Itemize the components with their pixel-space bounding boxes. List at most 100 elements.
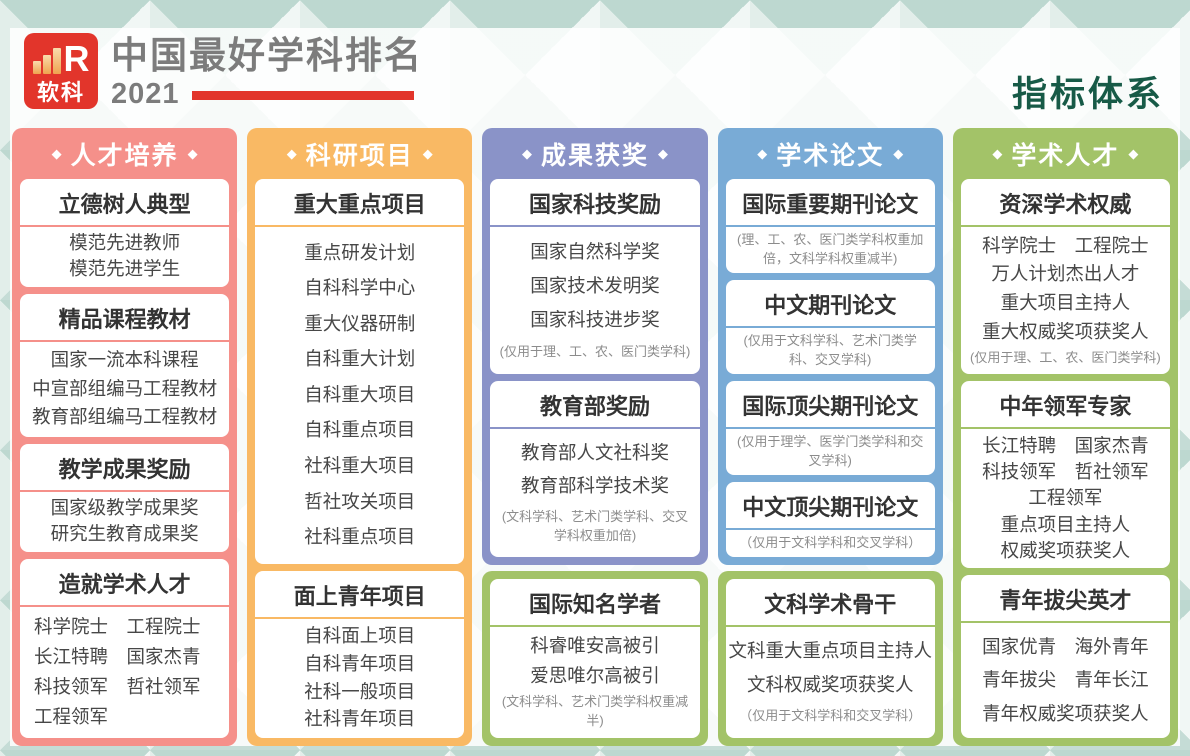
block-note: (仅用于文科学科、艺术门类学科、交叉学科) xyxy=(743,333,917,367)
indicator-block: 国际重要期刊论文 (理、工、农、医门类学科权重加倍，文科学科权重减半) xyxy=(725,179,935,273)
indicator-item: 国家一流本科课程 xyxy=(50,349,199,371)
block-heading: 面上青年项目 xyxy=(255,571,465,619)
column-title-research-projects: ◆ 科研项目 ◆ xyxy=(255,136,464,172)
column-title-academic-talent: ◆ 学术人才 ◆ xyxy=(961,136,1170,172)
indicator-item: 科学院士 工程院士 xyxy=(982,234,1149,256)
indicator-item: 青年权威奖项获奖人 xyxy=(982,702,1149,724)
block-body: (仅用于理学、医学门类学科和交叉学科) xyxy=(726,429,935,475)
indicator-block: 教育部奖励 教育部人文社科奖 教育部科学技术奖 (文科学科、艺术门类学科、交叉学… xyxy=(490,381,700,557)
block-heading: 青年拔尖英才 xyxy=(960,575,1170,624)
block-heading: 文科学术骨干 xyxy=(725,579,935,627)
block-body: 模范先进教师 模范先进学生 xyxy=(20,227,229,287)
column-title-text: 成果获奖 xyxy=(540,142,649,170)
block-note: (理、工、农、医门类学科权重加倍，文科学科权重减半) xyxy=(737,232,924,266)
indicator-block: 国际知名学者 科睿唯安高被引 爱思唯尔高被引 (文科学科、艺术门类学科权重减半) xyxy=(490,579,700,738)
indicator-block: 文科学术骨干 文科重大重点项目主持人 文科权威奖项获奖人 （仅用于文科学科和交叉… xyxy=(725,579,935,738)
diamond-icon: ◆ xyxy=(187,146,198,161)
logo-mark: R xyxy=(32,38,90,79)
indicator-block: 中年领军专家 长江特聘 国家杰青 科技领军 哲社领军 工程领军 重点项目主持人 … xyxy=(960,381,1170,569)
block-body: 科学院士 工程院士 万人计划杰出人才 重大项目主持人 重大权威奖项获奖人 (仅用… xyxy=(961,227,1170,374)
block-international-scholars: 国际知名学者 科睿唯安高被引 爱思唯尔高被引 (文科学科、艺术门类学科权重减半) xyxy=(482,571,708,746)
column-title-text: 学术论文 xyxy=(776,142,885,170)
indicator-block: 立德树人典型 模范先进教师 模范先进学生 xyxy=(20,179,230,287)
block-heading: 精品课程教材 xyxy=(20,294,230,342)
block-body: 国家一流本科课程 中宣部组编马工程教材 教育部组编马工程教材 xyxy=(20,342,229,437)
block-heading: 国际知名学者 xyxy=(490,579,700,627)
indicator-item: 自科重大计划 xyxy=(304,348,416,370)
indicator-block: 精品课程教材 国家一流本科课程 中宣部组编马工程教材 教育部组编马工程教材 xyxy=(20,293,230,438)
indicator-item: 自科面上项目 xyxy=(304,625,416,647)
block-body: 国家级教学成果奖 研究生教育成果奖 xyxy=(20,492,229,552)
indicator-item: 社科青年项目 xyxy=(304,708,416,730)
indicator-item: 教育部组编马工程教材 xyxy=(32,406,218,428)
indicator-item: 重大权威奖项获奖人 xyxy=(982,320,1149,342)
indicator-item: 模范先进学生 xyxy=(69,258,181,280)
diamond-icon: ◆ xyxy=(286,146,297,161)
block-body: 国家优青 海外青年 青年拔尖 青年长江 青年权威奖项获奖人 xyxy=(961,623,1170,738)
block-body: (仅用于文科学科、艺术门类学科、交叉学科) xyxy=(726,328,935,374)
block-heading: 教育部奖励 xyxy=(490,381,700,430)
header: R 软科 中国最好学科排名 2021 指标体系 xyxy=(10,28,1180,128)
indicator-item: 自科青年项目 xyxy=(304,653,416,675)
indicator-item: 国家优青 海外青年 xyxy=(982,635,1149,657)
block-body: 科学院士 工程院士 长江特聘 国家杰青 科技领军 哲社领军 工程领军 xyxy=(20,607,229,738)
diamond-icon: ◆ xyxy=(893,146,904,161)
block-heading: 教学成果奖励 xyxy=(20,444,230,493)
block-body: (理、工、农、医门类学科权重加倍，文科学科权重减半) xyxy=(726,227,935,273)
indicator-item: 国家自然科学奖 xyxy=(530,240,660,262)
brand-logo: R 软科 xyxy=(24,33,98,109)
block-note: (文科学科、艺术门类学科、交叉学科权重加倍) xyxy=(501,508,689,543)
indicator-block: 重大重点项目 重点研发计划 自科科学中心 重大仪器研制 自科重大计划 自科重大项… xyxy=(255,179,465,564)
indicator-item: 教育部人文社科奖 xyxy=(520,441,669,463)
block-note: (仅用于理学、医学门类学科和交叉学科) xyxy=(737,434,924,468)
indicator-item: 科学院士 工程院士 xyxy=(34,615,201,637)
indicator-block: 资深学术权威 科学院士 工程院士 万人计划杰出人才 重大项目主持人 重大权威奖项… xyxy=(960,179,1170,375)
column-title-text: 学术人才 xyxy=(1011,142,1120,170)
logo-r-letter: R xyxy=(63,38,90,79)
bar-chart-icon xyxy=(32,48,61,74)
indicator-block: 教学成果奖励 国家级教学成果奖 研究生教育成果奖 xyxy=(20,444,230,552)
column-title-text: 科研项目 xyxy=(305,142,414,170)
diamond-icon: ◆ xyxy=(1128,146,1139,161)
indicator-block: 国际顶尖期刊论文 (仅用于理学、医学门类学科和交叉学科) xyxy=(725,380,935,475)
brand-name: 软科 xyxy=(36,80,85,105)
content-area: R 软科 中国最好学科排名 2021 指标体系 ◆ 人才培养 xyxy=(10,28,1180,746)
indicator-item: 科技领军 哲社领军 xyxy=(34,675,201,697)
indicator-item: 科技领军 哲社领军 xyxy=(982,460,1149,482)
indicator-columns: ◆ 人才培养 ◆ 立德树人典型 模范先进教师 模范先进学生 精品课程教材 xyxy=(10,128,1180,746)
indicator-item: 长江特聘 国家杰青 xyxy=(34,645,201,667)
indicator-item: 教育部科学技术奖 xyxy=(520,475,669,497)
block-heading: 重大重点项目 xyxy=(255,179,465,227)
block-heading: 造就学术人才 xyxy=(20,559,230,607)
column-academic-talent: ◆ 学术人才 ◆ 资深学术权威 科学院士 工程院士 万人计划杰出人才 重大项目主… xyxy=(952,128,1178,746)
block-heading: 立德树人典型 xyxy=(20,179,230,227)
indicator-block: 国家科技奖励 国家自然科学奖 国家技术发明奖 国家科技进步奖 (仅用于理、工、农… xyxy=(490,179,700,375)
diamond-icon: ◆ xyxy=(658,146,668,161)
diamond-icon: ◆ xyxy=(992,146,1003,161)
indicator-item: 哲社攻关项目 xyxy=(304,490,416,512)
block-note: (仅用于理、工、农、医门类学科) xyxy=(970,349,1161,365)
indicator-item: 国家技术发明奖 xyxy=(530,274,660,296)
column-research-projects: ◆ 科研项目 ◆ 重大重点项目 重点研发计划 自科科学中心 重大仪器研制 自科重… xyxy=(247,128,473,746)
red-underline-bar xyxy=(191,91,414,101)
column-title-awards: ◆ 成果获奖 ◆ xyxy=(490,136,699,172)
indicator-block: 造就学术人才 科学院士 工程院士 长江特聘 国家杰青 科技领军 哲社领军 工程领… xyxy=(20,558,230,738)
year-label: 2021 xyxy=(111,78,180,111)
block-body: 重点研发计划 自科科学中心 重大仪器研制 自科重大计划 自科重大项目 自科重点项… xyxy=(255,227,464,564)
block-body: 长江特聘 国家杰青 科技领军 哲社领军 工程领军 重点项目主持人 权威奖项获奖人 xyxy=(961,429,1170,568)
year-row: 2021 xyxy=(111,80,423,109)
column-cell-1: ◆ 人才培养 ◆ 立德树人典型 模范先进教师 模范先进学生 精品课程教材 xyxy=(12,128,238,746)
indicator-item: 长江特聘 国家杰青 xyxy=(982,434,1149,456)
indicator-block: 面上青年项目 自科面上项目 自科青年项目 社科一般项目 社科青年项目 xyxy=(255,570,465,738)
block-body: 国家自然科学奖 国家技术发明奖 国家科技进步奖 (仅用于理、工、农、医门类学科) xyxy=(490,227,699,374)
column-title-academic-papers: ◆ 学术论文 ◆ xyxy=(726,136,935,172)
block-heading: 国际重要期刊论文 xyxy=(725,179,935,227)
block-body: 科睿唯安高被引 爱思唯尔高被引 (文科学科、艺术门类学科权重减半) xyxy=(490,627,699,738)
block-heading: 国际顶尖期刊论文 xyxy=(725,381,935,429)
indicator-item: 文科权威奖项获奖人 xyxy=(746,674,914,696)
indicator-item: 重点研发计划 xyxy=(304,241,416,263)
indicator-item: 社科重大项目 xyxy=(304,454,416,476)
indicator-item: 爱思唯尔高被引 xyxy=(530,664,660,686)
column-awards: ◆ 成果获奖 ◆ 国家科技奖励 国家自然科学奖 国家技术发明奖 国家科技进步奖 … xyxy=(482,128,708,565)
